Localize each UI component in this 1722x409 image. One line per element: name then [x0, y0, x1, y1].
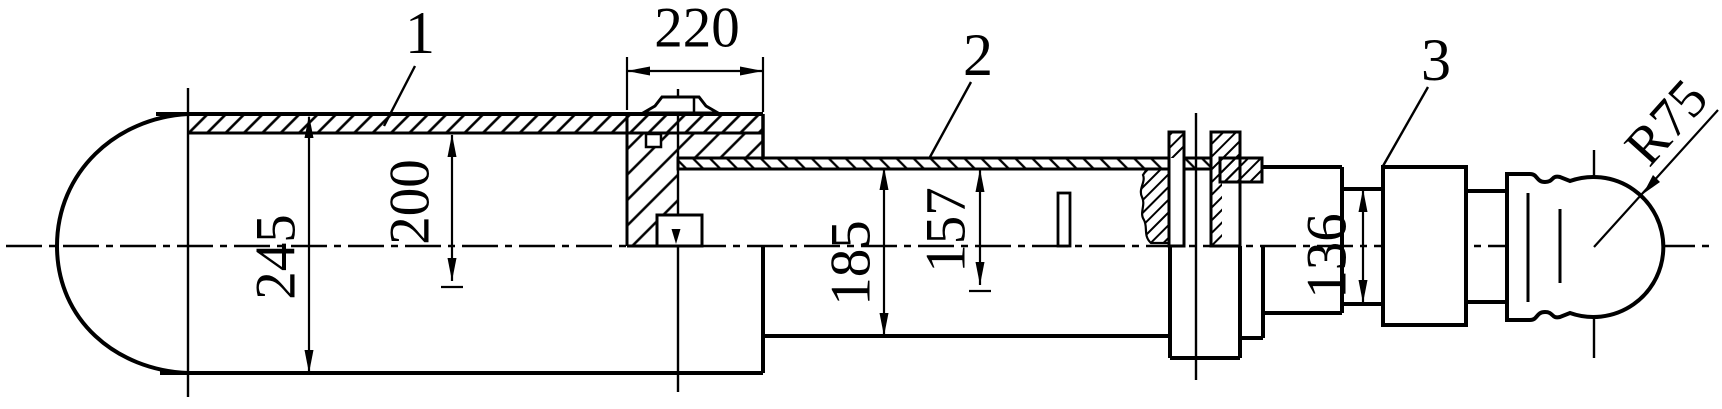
callout-1-leader — [382, 65, 417, 127]
flange-bolt-left — [1167, 130, 1186, 248]
flange-cap-section — [1218, 156, 1264, 184]
rod-block — [1381, 165, 1468, 327]
gland-bolt-profile — [637, 95, 724, 115]
flange-joint — [1167, 130, 1265, 360]
gland-block-hatch-right — [678, 133, 763, 158]
dimension-200: 200 — [379, 134, 463, 289]
callout-3-leader — [1381, 86, 1430, 167]
rod-neck — [1342, 187, 1383, 306]
stop-pin — [1056, 191, 1072, 248]
tube-wall-hatch — [676, 156, 1242, 171]
callout-2-label: 2 — [963, 22, 993, 88]
dim-200-label: 200 — [379, 159, 442, 245]
flange-lower-silhouette — [1168, 246, 1265, 360]
dimension-136: 136 — [1296, 189, 1368, 303]
callout-part1: 1 — [382, 0, 435, 127]
dimension-185: 185 — [820, 167, 889, 336]
dim-185-label: 185 — [820, 220, 883, 306]
dim-245-label: 245 — [245, 214, 308, 300]
dim-157-label: 157 — [915, 187, 978, 273]
dim-220-label: 220 — [654, 0, 740, 60]
stage3-rod — [1262, 165, 1666, 327]
flange-bolt-right — [1209, 130, 1242, 248]
dome-end-cap — [54, 112, 189, 375]
rod-eye-end — [1505, 172, 1666, 322]
oil-port-arrow — [671, 229, 681, 244]
dimension-245: 245 — [245, 115, 314, 373]
dim-136-label: 136 — [1296, 213, 1359, 299]
seal-groove-notch — [644, 132, 663, 149]
rod-hub — [1262, 165, 1344, 315]
stage1-barrel — [54, 95, 765, 375]
callout-3-label: 3 — [1421, 27, 1451, 93]
packing-seal-stack — [1139, 167, 1172, 245]
oil-port-box — [655, 213, 704, 248]
dimension-220: 220 — [625, 0, 765, 112]
barrel-wall-hatch — [188, 114, 763, 133]
dimension-157: 157 — [915, 169, 991, 293]
rod-step — [1466, 189, 1507, 304]
callout-part3: 3 — [1381, 27, 1451, 167]
dim-r75-label: R75 — [1613, 68, 1720, 177]
callout-1-label: 1 — [405, 0, 435, 66]
callout-2-leader — [928, 81, 973, 158]
callout-part2: 2 — [928, 22, 993, 158]
